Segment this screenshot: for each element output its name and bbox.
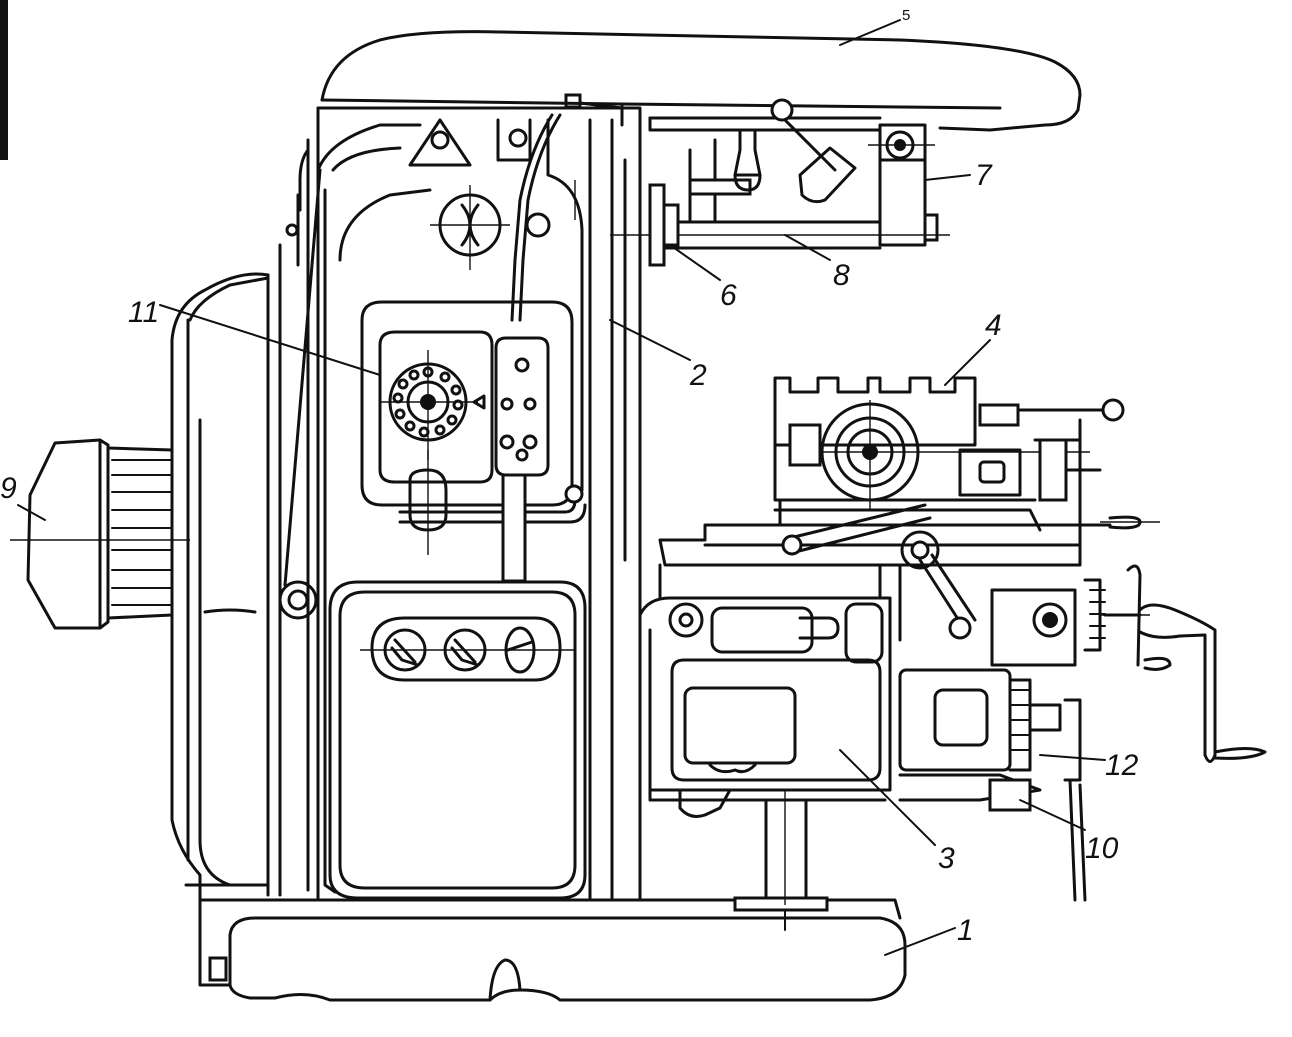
table: [773, 376, 1160, 640]
label-table: 4: [985, 309, 1002, 342]
label-spindle: 6: [720, 279, 737, 312]
saddle: [658, 523, 1082, 642]
label-base: 1: [957, 914, 974, 947]
leader-lines: [17, 19, 1106, 956]
label-knee-elevating-screw: 10: [1085, 832, 1119, 865]
motor-housing: [10, 272, 270, 902]
motor: [26, 438, 174, 630]
base: [198, 898, 907, 1002]
column: [266, 93, 642, 902]
arbor-support: [868, 123, 939, 247]
label-arbor: 8: [833, 259, 850, 292]
feed-gearbox: [898, 588, 1087, 902]
overarm-clamp: [770, 98, 857, 204]
speed-selector-panel: [360, 300, 587, 583]
arbor: [610, 128, 950, 250]
label-motor: 9: [0, 472, 17, 505]
label-overarm: 5: [902, 7, 910, 24]
column-pulley: [278, 580, 318, 620]
label-speed-selector: 11: [128, 296, 159, 329]
knee-upper-plate: [710, 606, 814, 654]
callouts: 5 7 8 6 2 4 11 9 12 10 3 1: [0, 7, 1139, 947]
knee-cover-plate: [683, 686, 797, 765]
handwheel: [1083, 564, 1267, 763]
base-bolt: [208, 956, 228, 982]
column-door: [278, 168, 587, 900]
spindle: [648, 183, 680, 267]
label-arbor-support: 7: [975, 159, 993, 192]
knee: [638, 596, 892, 912]
label-knee: 3: [938, 842, 955, 875]
overarm: [320, 30, 1082, 902]
label-feed-handwheel: 12: [1105, 749, 1139, 782]
scan-edge-mark: [0, 0, 8, 160]
label-column: 2: [689, 359, 707, 392]
